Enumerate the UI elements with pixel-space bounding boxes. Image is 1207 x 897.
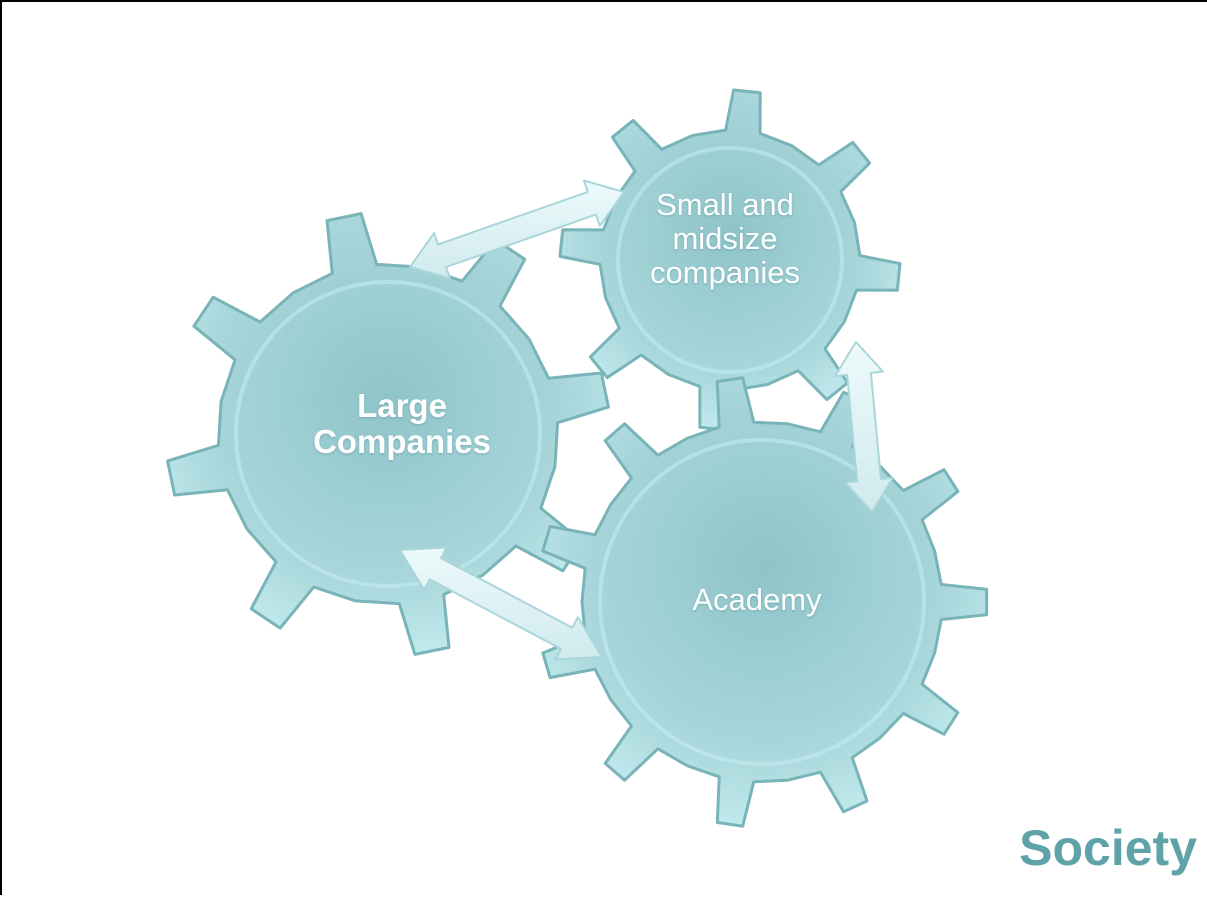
society-label: Society	[1019, 820, 1197, 876]
gear-label-large-companies: Large Companies	[313, 387, 491, 460]
gear-label-small-midsize-companies: Small and midsize companies	[650, 187, 800, 290]
gear-academy-bevel	[598, 438, 926, 766]
gear-label-academy: Academy	[692, 582, 822, 617]
arrow-large-small	[409, 179, 625, 280]
arrow-small-academy	[834, 341, 894, 513]
gear-large-bevel	[234, 280, 542, 588]
gear-small-bevel	[616, 146, 844, 374]
arrow-large-academy	[399, 546, 603, 661]
